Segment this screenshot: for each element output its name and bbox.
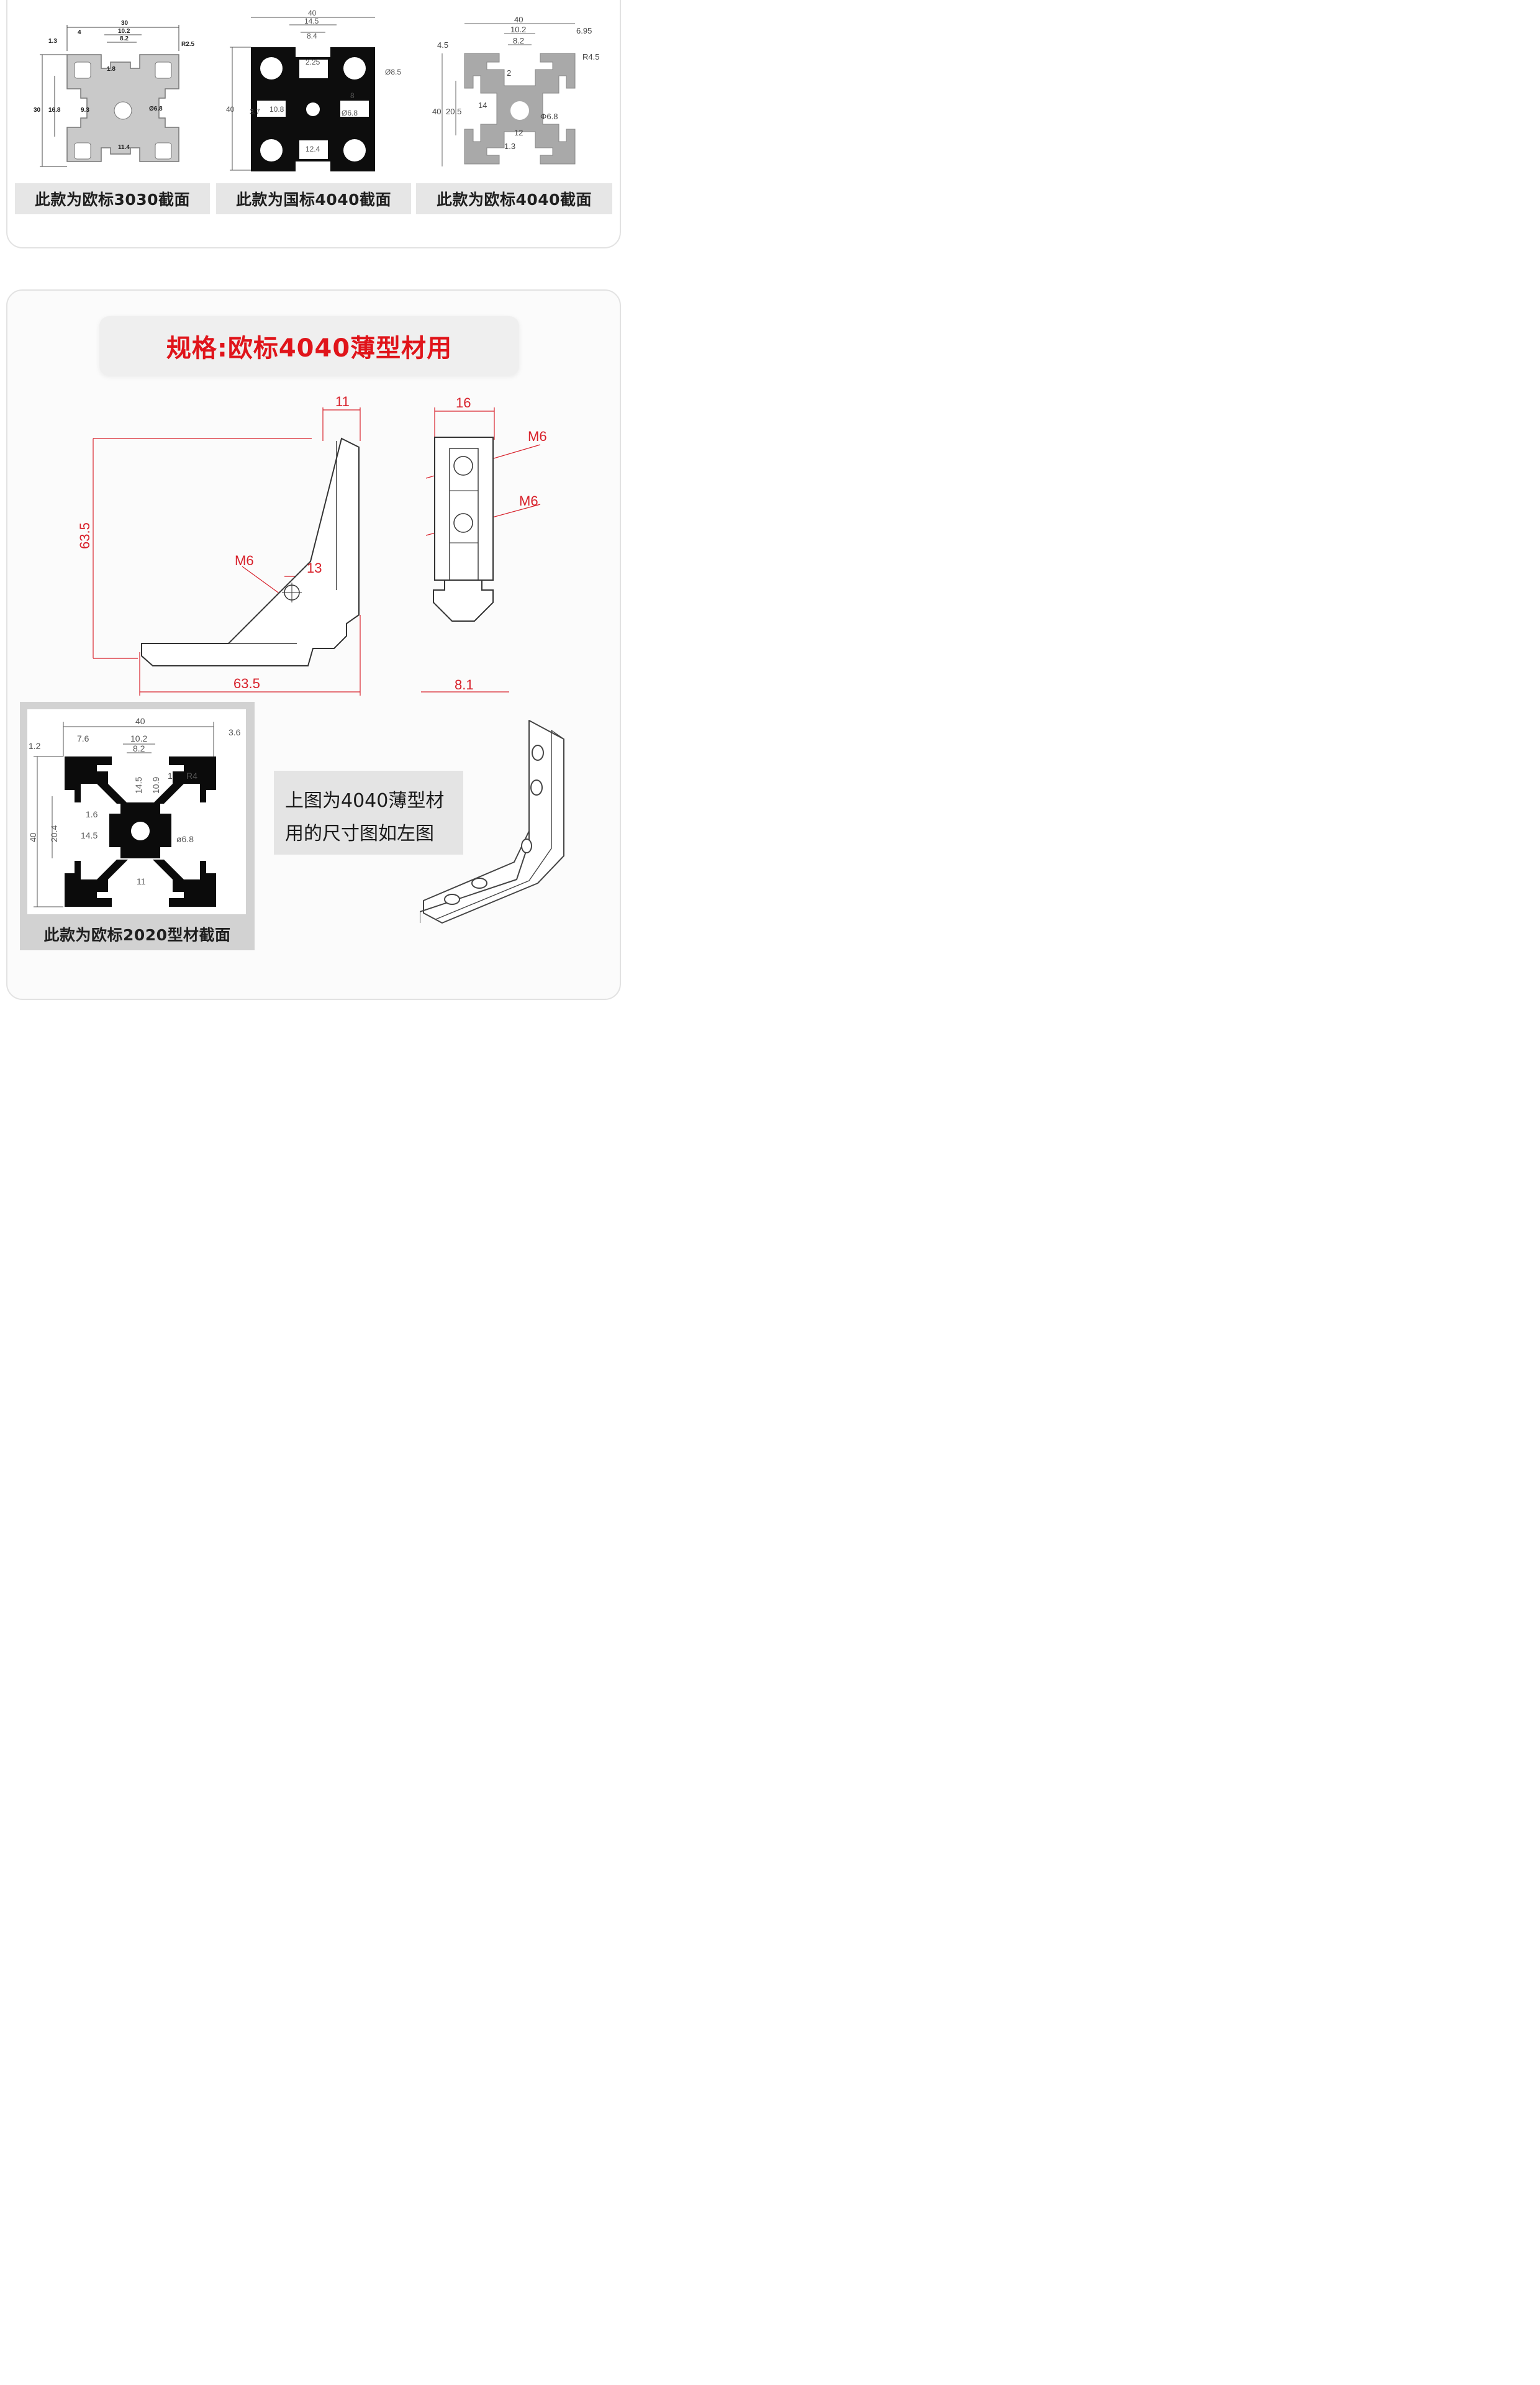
dim-2020-k2: 10.9 bbox=[151, 777, 161, 794]
side-hole1: M6 bbox=[528, 429, 547, 444]
dim-2020-t: 1.6 bbox=[86, 809, 98, 819]
dim-eu-c: 4.5 bbox=[437, 40, 448, 50]
dim-3030-h2: 16.8 bbox=[48, 107, 61, 114]
profile-2020-drawing: 40 7.6 10.2 8.2 3.6 1.2 R4 14.5 10.9 1 1… bbox=[28, 716, 241, 907]
side-bottom-w: 8.1 bbox=[455, 677, 474, 693]
side-hole2: M6 bbox=[519, 493, 538, 509]
dim-2020-h: 40 bbox=[28, 832, 38, 842]
dim-3030-r: R2.5 bbox=[181, 41, 195, 48]
dim-eu-f: 12 bbox=[514, 128, 523, 137]
bracket-front-drawing: 11 63.5 M6 13 63.5 bbox=[77, 394, 361, 696]
dim-2020-g: 1.2 bbox=[29, 741, 41, 751]
dim-2020-c: 7.6 bbox=[77, 734, 89, 743]
dim-2020-hole: ø6.8 bbox=[176, 834, 194, 844]
dim-2020-f: 11 bbox=[137, 876, 146, 886]
inset-2020: 40 7.6 10.2 8.2 3.6 1.2 R4 14.5 10.9 1 1… bbox=[20, 702, 255, 950]
dim-2020-a: 10.2 bbox=[130, 734, 147, 743]
dim-3030-t: 1.8 bbox=[107, 66, 116, 73]
caption-3030: 此款为欧标3030截面 bbox=[15, 183, 210, 214]
dim-3030-d: 1.3 bbox=[48, 38, 57, 45]
dim-eu-r: R4.5 bbox=[582, 52, 599, 61]
caption-eu4040: 此款为欧标4040截面 bbox=[416, 183, 612, 214]
bracket-height: 63.5 bbox=[77, 522, 93, 549]
dim-2020-e: 14.5 bbox=[81, 830, 97, 840]
dim-3030-a: 10.2 bbox=[118, 28, 130, 35]
dim-2020-w: 40 bbox=[135, 716, 145, 726]
bracket-width: 63.5 bbox=[233, 676, 260, 691]
dim-3030-w: 30 bbox=[121, 20, 129, 27]
bracket-offset: 13 bbox=[307, 560, 322, 576]
dim-eu-h: 40 bbox=[432, 107, 441, 116]
dim-eu-g: 1.3 bbox=[504, 142, 515, 151]
side-top-w: 16 bbox=[456, 395, 471, 411]
dim-2020-b: 8.2 bbox=[133, 743, 145, 753]
dim-2020-d: 3.6 bbox=[229, 727, 241, 737]
dim-eu-d: 6.95 bbox=[576, 26, 592, 35]
dim-3030-c: 4 bbox=[78, 29, 81, 36]
inset-2020-drawing-area: 40 7.6 10.2 8.2 3.6 1.2 R4 14.5 10.9 1 1… bbox=[27, 709, 246, 914]
dim-3030-hole: Ø6.8 bbox=[149, 106, 163, 112]
dim-eu-b: 8.2 bbox=[513, 36, 524, 45]
dim-eu-w: 40 bbox=[514, 15, 523, 24]
dim-gb-t: 2.25 bbox=[306, 58, 320, 66]
dim-gb-b: 8.4 bbox=[307, 32, 317, 40]
spec-title: 规格:欧标4040薄型材用 bbox=[99, 316, 519, 376]
note-box: 上图为4040薄型材 用的尺寸图如左图 bbox=[274, 771, 463, 855]
dim-gb-f: 8 bbox=[350, 91, 355, 100]
dim-2020-h2: 20.4 bbox=[49, 825, 59, 842]
dim-3030-b: 8.2 bbox=[120, 35, 129, 42]
dim-3030-e: 9.3 bbox=[81, 107, 89, 114]
caption-gb4040: 此款为国标4040截面 bbox=[216, 183, 411, 214]
dim-eu-t: 2 bbox=[507, 68, 511, 78]
dim-gb-hole-big: Ø8.5 bbox=[385, 68, 401, 76]
dim-2020-k3: 1 bbox=[168, 771, 173, 781]
dim-gb-h: 40 bbox=[226, 105, 235, 114]
bracket-side-drawing: 16 M6 M6 8.1 bbox=[421, 395, 547, 693]
profile-gb4040-drawing: 40 14.5 8.4 2.25 Ø8.5 40 3.7 10.8 Ø6.8 8… bbox=[226, 9, 401, 171]
dim-gb-g: 3.7 bbox=[250, 107, 260, 116]
dim-eu-a: 10.2 bbox=[510, 25, 526, 34]
caption-2020: 此款为欧标2020型材截面 bbox=[20, 918, 255, 950]
profile-3030-drawing: 30 10.2 8.2 4 1.3 R2.5 30 16.8 1.8 9.3 Ø… bbox=[34, 20, 195, 167]
dim-eu-hole: Φ6.8 bbox=[540, 112, 558, 121]
dim-gb-k: 12.4 bbox=[306, 145, 320, 153]
dim-eu-e: 14 bbox=[478, 101, 487, 110]
bracket-hole: M6 bbox=[235, 553, 254, 568]
dim-3030-h: 30 bbox=[34, 107, 41, 114]
bracket-isometric-illustration bbox=[420, 720, 564, 924]
bracket-top-w: 11 bbox=[335, 394, 350, 409]
dim-gb-a: 14.5 bbox=[304, 17, 319, 25]
dim-gb-hole: Ø6.8 bbox=[342, 109, 358, 117]
note-line-2: 用的尺寸图如左图 bbox=[285, 823, 434, 845]
dim-2020-r: R4 bbox=[186, 771, 197, 781]
dim-gb-w: 40 bbox=[308, 9, 317, 17]
dim-2020-k1: 14.5 bbox=[134, 777, 143, 794]
dim-eu-h2: 20.5 bbox=[446, 107, 461, 116]
note-line-1: 上图为4040薄型材 bbox=[285, 790, 445, 812]
dim-3030-f: 11.4 bbox=[118, 144, 130, 151]
profile-eu4040-drawing: 40 10.2 8.2 4.5 6.95 R4.5 2 40 20.5 14 Φ… bbox=[432, 15, 599, 166]
dim-gb-e: 10.8 bbox=[270, 105, 284, 114]
